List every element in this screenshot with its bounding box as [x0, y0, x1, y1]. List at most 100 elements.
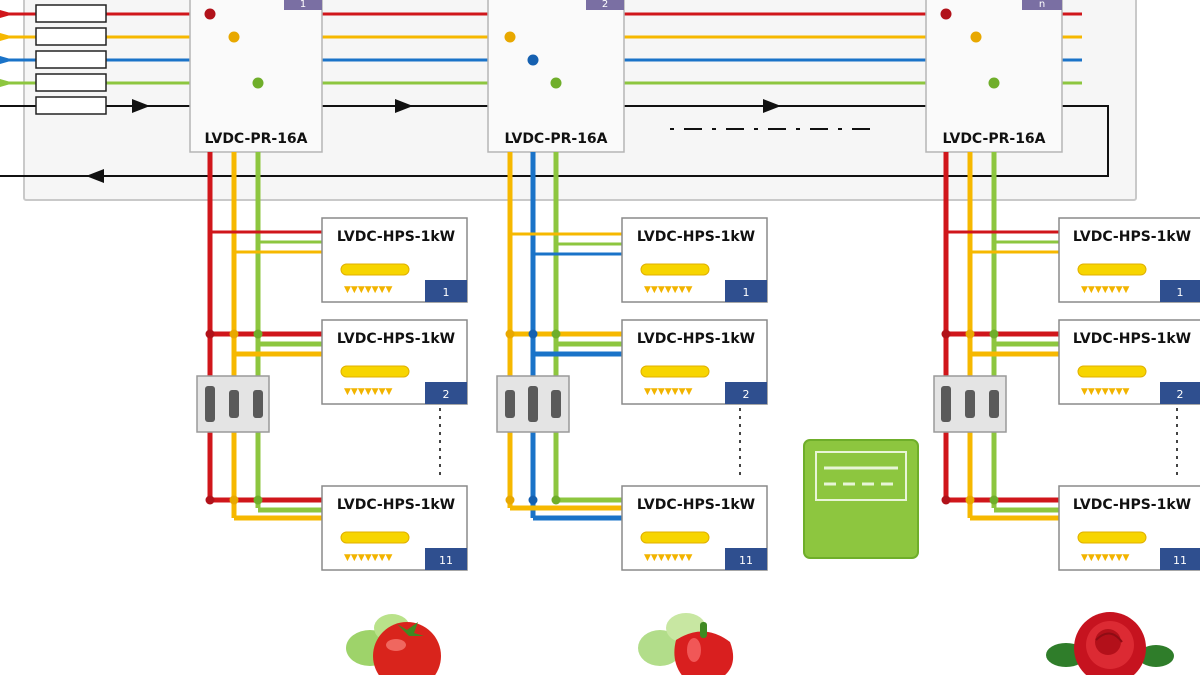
- controller-label: LVDC-PR-16A: [942, 131, 1045, 147]
- controller-number: 2: [602, 0, 608, 10]
- connector-plug: [551, 390, 561, 418]
- lamp-number-badge: [1160, 548, 1200, 570]
- junction-dot: [229, 329, 239, 339]
- junction-dot: [253, 329, 263, 339]
- lamp-box: LVDC-HPS-1kW ▼▼▼▼▼▼▼ 11: [321, 485, 468, 571]
- lamp-number: 2: [1177, 388, 1184, 401]
- lamp-ray-icon: ▼▼▼▼▼▼▼: [644, 387, 693, 397]
- controller-box: [925, 0, 1063, 153]
- direct-current-badge: [803, 439, 919, 559]
- controller-number-badge: [1022, 0, 1062, 10]
- group-1-wiring: [207, 152, 326, 521]
- arrow-red: [0, 10, 14, 18]
- lamp-tube-icon: [340, 531, 410, 544]
- tap-dot-blue: [527, 54, 539, 66]
- lamp-box: LVDC-HPS-1kW ▼▼▼▼▼▼▼ 2: [321, 319, 468, 405]
- junction-dot: [205, 329, 215, 339]
- return-arrow: [86, 169, 104, 183]
- lamp-number-badge: [425, 382, 467, 404]
- lamp-number: 2: [743, 388, 750, 401]
- lamp-label: LVDC-HPS-1kW: [637, 229, 755, 245]
- lamp-number-badge: [1160, 280, 1200, 302]
- lamp-tube-icon: [640, 263, 710, 276]
- lamp-label: LVDC-HPS-1kW: [337, 497, 455, 513]
- arrow-blue: [0, 56, 14, 64]
- tap-dot-green: [252, 77, 264, 89]
- signal-flow-arrows: [86, 99, 781, 183]
- tap-dot-green: [988, 77, 1000, 89]
- bus-label-box-3: [35, 50, 107, 69]
- lamp-tube-icon: [640, 531, 710, 544]
- controller-number-badge: [586, 0, 624, 10]
- lamp-number-badge: [725, 280, 767, 302]
- arrow-yellow: [0, 33, 14, 41]
- controller-n: n LVDC-PR-16A: [925, 0, 1063, 153]
- lamp-number: 1: [743, 286, 750, 299]
- connector-plug: [965, 390, 975, 418]
- bus-label-box-1: [35, 4, 107, 23]
- lamp-group-1: LVDC-HPS-1kW ▼▼▼▼▼▼▼ 1 LVDC-HPS-1kW ▼▼▼▼…: [321, 217, 468, 571]
- lamp-label: LVDC-HPS-1kW: [1073, 229, 1191, 245]
- group-2-wiring: [507, 152, 626, 521]
- lamp-number: 11: [739, 554, 753, 567]
- tap-dot-red: [940, 8, 952, 20]
- controller-label: LVDC-PR-16A: [504, 131, 607, 147]
- connector-plug: [205, 386, 215, 422]
- lamp-label: LVDC-HPS-1kW: [337, 331, 455, 347]
- rose-icon: [1046, 612, 1174, 680]
- junction-dot: [551, 329, 561, 339]
- junction-dot: [505, 495, 515, 505]
- lamp-tube-icon: [340, 365, 410, 378]
- lamp-ray-icon: ▼▼▼▼▼▼▼: [1081, 553, 1130, 563]
- pepper-icon: [638, 613, 734, 680]
- lamp-box: LVDC-HPS-1kW ▼▼▼▼▼▼▼ 1: [621, 217, 768, 303]
- lamp-label: LVDC-HPS-1kW: [1073, 331, 1191, 347]
- lamp-ray-icon: ▼▼▼▼▼▼▼: [344, 387, 393, 397]
- lamp-number-badge: [425, 280, 467, 302]
- bus-label-boxes: [35, 4, 107, 115]
- junction-dot: [941, 329, 951, 339]
- lamp-number: 1: [1177, 286, 1184, 299]
- junction-dot: [965, 495, 975, 505]
- tomato-highlight: [386, 639, 406, 651]
- junction-dot: [528, 495, 538, 505]
- lamp-box: LVDC-HPS-1kW ▼▼▼▼▼▼▼ 1: [321, 217, 468, 303]
- lamp-ray-icon: ▼▼▼▼▼▼▼: [1081, 285, 1130, 295]
- junction-dot: [989, 495, 999, 505]
- lamp-group-2: LVDC-HPS-1kW ▼▼▼▼▼▼▼ 1 LVDC-HPS-1kW ▼▼▼▼…: [621, 217, 768, 571]
- controller-1: 1 LVDC-PR-16A: [189, 0, 323, 153]
- lamp-number-badge: [425, 548, 467, 570]
- junction-dot: [505, 329, 515, 339]
- lamp-group-n: LVDC-HPS-1kW ▼▼▼▼▼▼▼ 1 LVDC-HPS-1kW ▼▼▼▼…: [1058, 217, 1200, 571]
- tap-dot-yellow: [970, 31, 982, 43]
- lamp-ray-icon: ▼▼▼▼▼▼▼: [1081, 387, 1130, 397]
- junction-dot: [253, 495, 263, 505]
- lamp-number: 2: [443, 388, 450, 401]
- lamp-tube-icon: [1077, 365, 1147, 378]
- pepper-body: [674, 631, 734, 680]
- tap-dot-red: [204, 8, 216, 20]
- flow-arrow-2: [395, 99, 413, 113]
- controller-2: 2 LVDC-PR-16A: [487, 0, 625, 153]
- lamp-ray-icon: ▼▼▼▼▼▼▼: [644, 553, 693, 563]
- group-n-wiring: [943, 152, 1062, 521]
- junction-dot: [941, 495, 951, 505]
- lamp-ray-icon: ▼▼▼▼▼▼▼: [344, 553, 393, 563]
- connector-plug: [989, 390, 999, 418]
- lamp-tube-icon: [1077, 531, 1147, 544]
- connector-plug: [505, 390, 515, 418]
- lamp-number: 11: [439, 554, 453, 567]
- lamp-continuation-dots: [439, 408, 1178, 476]
- lamp-box: LVDC-HPS-1kW ▼▼▼▼▼▼▼ 2: [621, 319, 768, 405]
- controller-box: [487, 0, 625, 153]
- junction-dot: [989, 329, 999, 339]
- leaf-shape: [638, 630, 682, 666]
- lamp-label: LVDC-HPS-1kW: [337, 229, 455, 245]
- junction-dot: [551, 495, 561, 505]
- flow-arrow-3: [763, 99, 781, 113]
- junction-dot: [528, 329, 538, 339]
- lamp-number: 1: [443, 286, 450, 299]
- controller-number: 1: [300, 0, 306, 10]
- tomato-body: [373, 622, 441, 680]
